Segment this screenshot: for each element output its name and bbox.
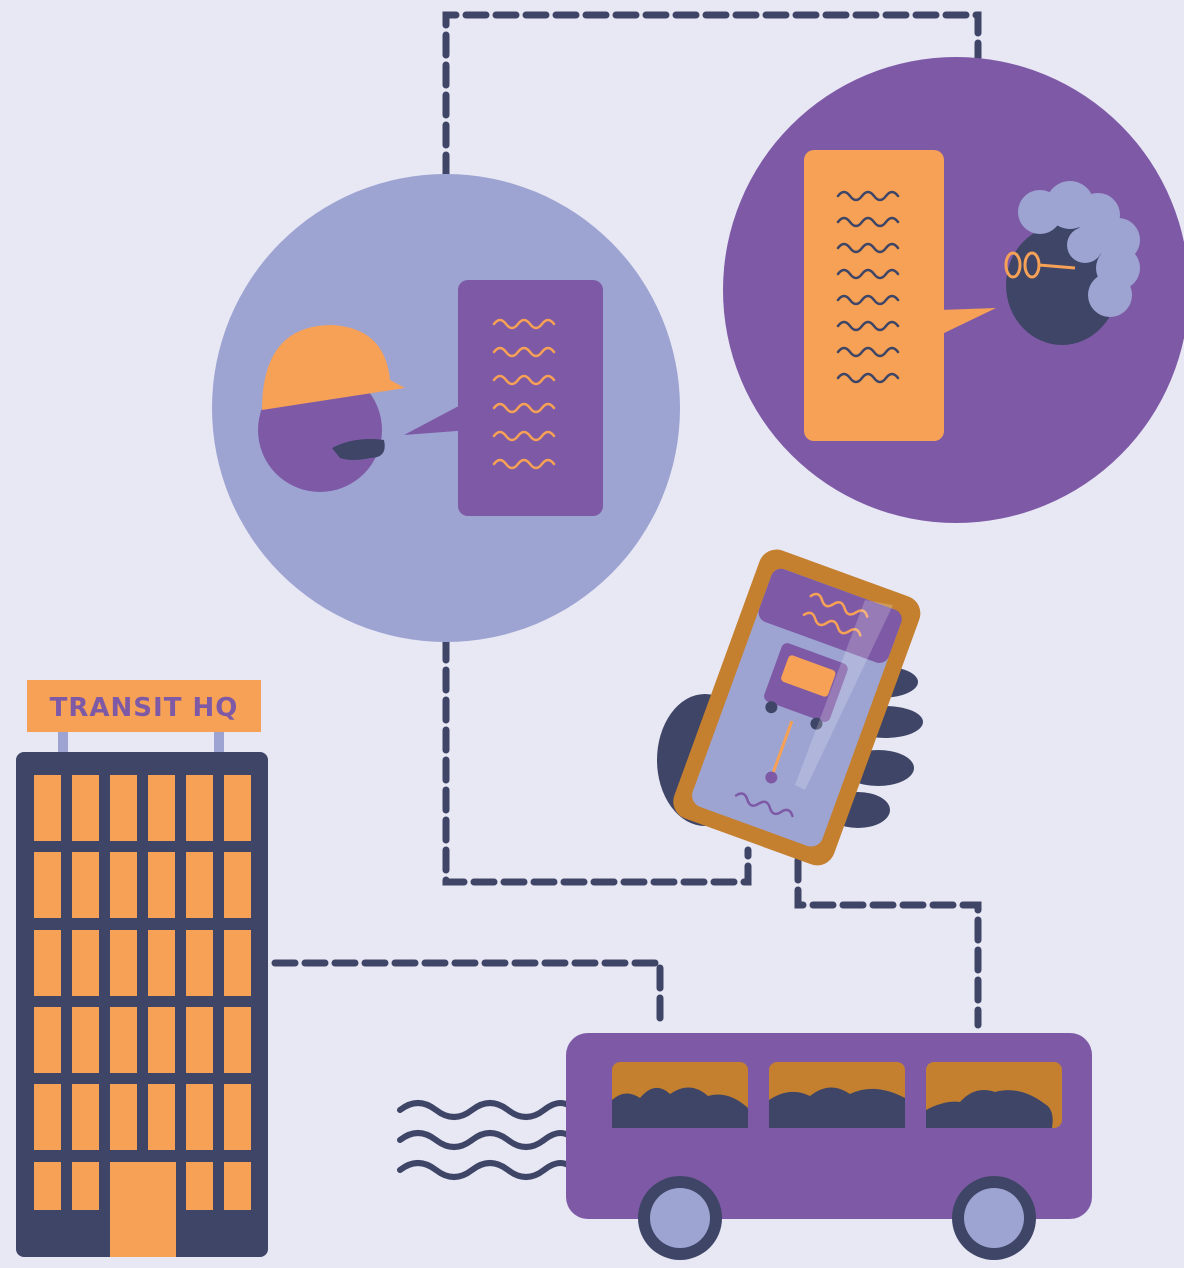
building-window xyxy=(186,1007,213,1073)
building-window xyxy=(72,852,99,918)
building-window xyxy=(148,1084,175,1150)
bus-on-map-icon xyxy=(764,643,848,784)
building-window xyxy=(72,930,99,996)
building-window xyxy=(186,1162,213,1210)
building-sign-text: TRANSIT HQ xyxy=(50,693,239,723)
building-window xyxy=(34,775,61,841)
bus-wheels xyxy=(638,1176,1036,1260)
building-window xyxy=(72,1162,99,1210)
hardhat-worker-icon xyxy=(258,325,405,492)
glasses-icon xyxy=(1004,251,1076,279)
building-window xyxy=(72,1007,99,1073)
elder-speech-circle xyxy=(723,57,1184,523)
building-windows xyxy=(34,775,251,1210)
building-window xyxy=(34,1162,61,1210)
motion-lines xyxy=(397,1100,577,1180)
building-window xyxy=(224,775,251,841)
building-window xyxy=(224,1007,251,1073)
building-window xyxy=(110,852,137,918)
building-window xyxy=(224,930,251,996)
building-window xyxy=(148,1007,175,1073)
building-door xyxy=(110,1162,176,1257)
transit-app-phone-icon xyxy=(657,549,923,866)
office-building-icon xyxy=(16,728,268,1257)
building-window xyxy=(186,775,213,841)
dashed-connector-lines xyxy=(271,11,982,1029)
elder-speech-bubble xyxy=(804,150,996,441)
connector-phone-to-bus xyxy=(794,856,982,1029)
connector-worker-to-elder xyxy=(442,11,982,179)
building-window xyxy=(224,852,251,918)
building-window xyxy=(34,852,61,918)
building-window xyxy=(186,1084,213,1150)
building-window xyxy=(186,852,213,918)
building-window xyxy=(72,1084,99,1150)
building-window xyxy=(110,775,137,841)
building-window xyxy=(110,1084,137,1150)
building-window xyxy=(148,930,175,996)
building-window xyxy=(110,1007,137,1073)
connector-worker-to-phone xyxy=(442,636,752,886)
building-window xyxy=(110,930,137,996)
building-window xyxy=(72,775,99,841)
connector-building-to-bus xyxy=(271,959,664,1029)
building-window xyxy=(34,1007,61,1073)
building-window xyxy=(224,1162,251,1210)
passengers-icon xyxy=(612,1087,1053,1128)
building-window xyxy=(34,1084,61,1150)
building-window xyxy=(148,852,175,918)
building-window xyxy=(186,930,213,996)
building-window xyxy=(148,775,175,841)
worker-speech-bubble xyxy=(404,280,603,516)
building-sign: TRANSIT HQ xyxy=(27,680,261,732)
bus-icon xyxy=(397,1033,1092,1260)
building-window xyxy=(224,1084,251,1150)
building-window xyxy=(34,930,61,996)
worker-speech-circle xyxy=(212,174,680,642)
elderly-person-icon xyxy=(1004,181,1140,345)
